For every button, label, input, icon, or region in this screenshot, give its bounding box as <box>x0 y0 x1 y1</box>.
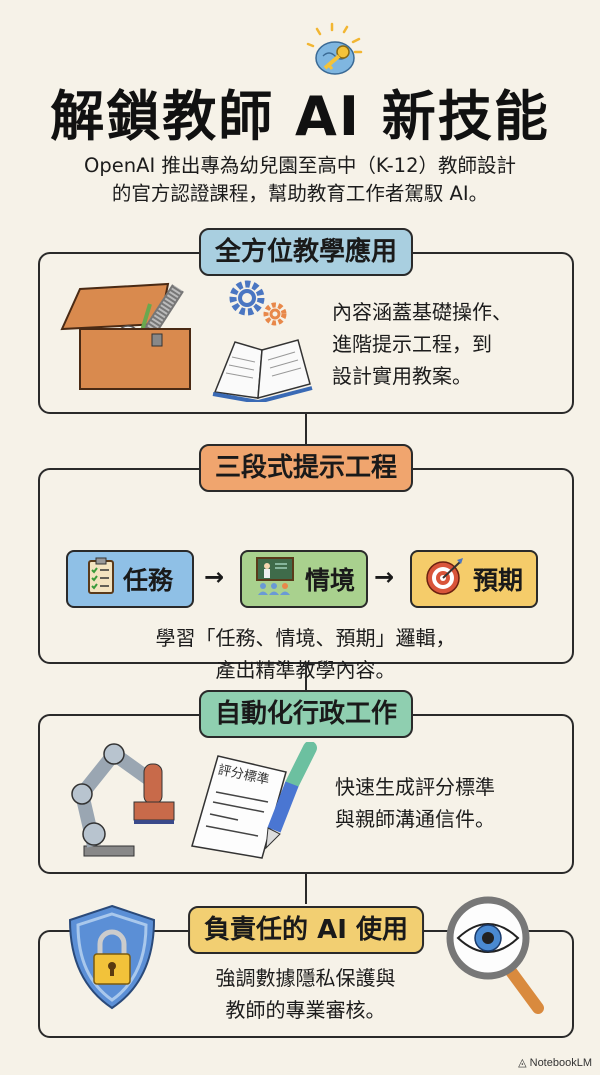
section-tag: 自動化行政工作 <box>198 690 414 738</box>
notebooklm-watermark: ◬ NotebookLM <box>518 1057 592 1069</box>
target-dart-icon <box>425 556 465 602</box>
section-tag: 負責任的 AI 使用 <box>188 906 424 954</box>
step-context: 情境 <box>240 550 368 608</box>
step-label: 預期 <box>472 566 523 595</box>
section-tag: 三段式提示工程 <box>198 444 414 492</box>
connector-line <box>305 664 307 714</box>
section-description: 強調數據隱私保護與 教師的專業審核。 <box>215 966 396 1022</box>
subtitle-line-2: 的官方認證課程，幫助教育工作者駕馭 AI。 <box>111 182 489 205</box>
gears-icon <box>225 276 295 331</box>
section-three-part-prompting: 三段式提示工程 任務 → 情境 → 預期 學習「任務、情境、預期」邏輯， 產出精… <box>38 444 574 682</box>
arrow-icon: → <box>374 563 395 591</box>
step-task: 任務 <box>66 550 194 608</box>
page-subtitle: OpenAI 推出專為幼兒園至高中（K-12）教師設計 的官方認證課程，幫助教育… <box>30 152 570 208</box>
arrow-icon: → <box>204 563 225 591</box>
step-expectation: 預期 <box>410 550 538 608</box>
clipboard-checklist-icon <box>87 557 115 601</box>
connector-line <box>305 874 307 904</box>
section-responsible-ai: 負責任的 AI 使用 強調數據隱私保護與 教師的專業審核。 <box>38 896 574 1038</box>
subtitle-line-1: OpenAI 推出專為幼兒園至高中（K-12）教師設計 <box>84 154 516 177</box>
section-teaching-applications: 全方位教學應用 內容涵蓋基礎操作、 進階提示工程，到 設計實用教 <box>38 228 574 414</box>
notebooklm-logo-icon: ◬ <box>518 1057 530 1069</box>
section-tag: 全方位教學應用 <box>198 228 414 276</box>
magnifier-eye-icon <box>444 894 544 1014</box>
robot-arm-stamp-icon <box>54 734 194 864</box>
section-description: 內容涵蓋基礎操作、 進階提示工程，到 設計實用教案。 <box>332 300 512 388</box>
open-book-icon <box>210 332 315 405</box>
section-admin-automation: 自動化行政工作 評分標準 快速生成評分標準 與親師溝通信件。 <box>38 690 574 874</box>
section-description: 快速生成評分標準 與親師溝通信件。 <box>335 775 495 831</box>
document-icon: 評分標準 <box>188 750 288 860</box>
step-label: 任務 <box>122 566 173 595</box>
page-title: 解鎖教師 AI 新技能 <box>50 85 550 148</box>
pen-icon <box>260 741 320 852</box>
toolbox-icon <box>50 274 210 394</box>
connector-line <box>305 414 307 450</box>
brain-key-icon <box>305 22 365 82</box>
step-label: 情境 <box>304 566 355 595</box>
classroom-teacher-icon <box>253 556 297 602</box>
shield-lock-icon <box>62 902 162 1012</box>
